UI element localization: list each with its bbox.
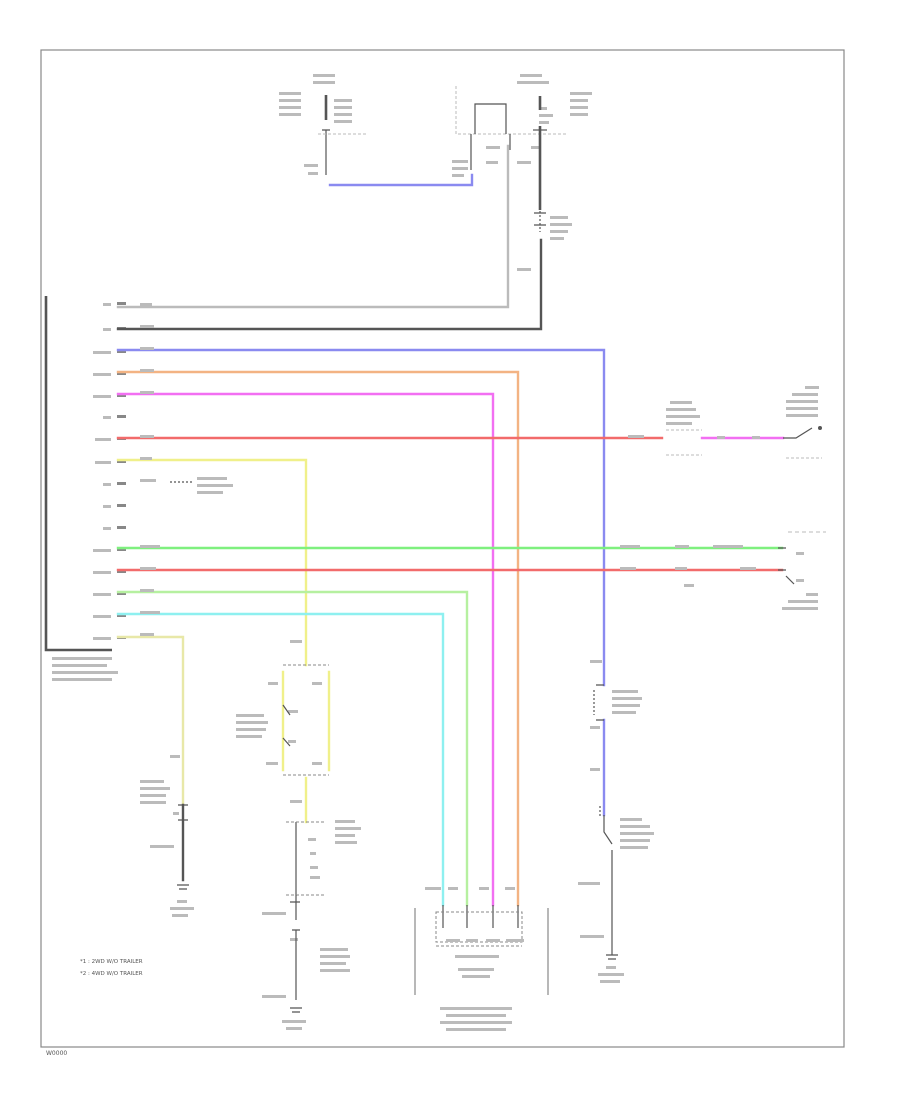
wire-yellow [116, 458, 331, 824]
lower-center-block [262, 820, 361, 1030]
wire-magenta [116, 392, 495, 907]
wire-dark [116, 238, 543, 331]
legend-item: *2 : 4WD W/O TRAILER [80, 971, 143, 977]
left-bottom-block [140, 755, 194, 917]
junction-connector [517, 216, 572, 271]
transmission-connector [414, 887, 549, 1031]
wire-labels [140, 303, 760, 636]
legend-item: *1 : 2WD W/O TRAILER [80, 959, 143, 965]
wire-lightgreen [116, 590, 469, 907]
top-right-connector [452, 74, 592, 210]
figure-id: W0000 [46, 1050, 67, 1057]
legend: *1 : 2WD W/O TRAILER *2 : 4WD W/O TRAILE… [80, 959, 143, 977]
diagram-border [40, 49, 845, 1048]
right-lower-block [578, 660, 654, 983]
note-block [170, 477, 233, 494]
wire-blue [116, 348, 606, 817]
wire-gray [116, 144, 510, 309]
wire-khaki [116, 635, 185, 882]
wire-cyan [116, 612, 445, 907]
right-sensor [778, 531, 826, 610]
right-top-switch [666, 386, 822, 459]
center-switch [236, 640, 329, 803]
wire-blue-top [328, 173, 474, 187]
main-ecu-connector [44, 296, 126, 681]
wire-orange [116, 370, 520, 907]
top-left-connector [279, 74, 368, 175]
